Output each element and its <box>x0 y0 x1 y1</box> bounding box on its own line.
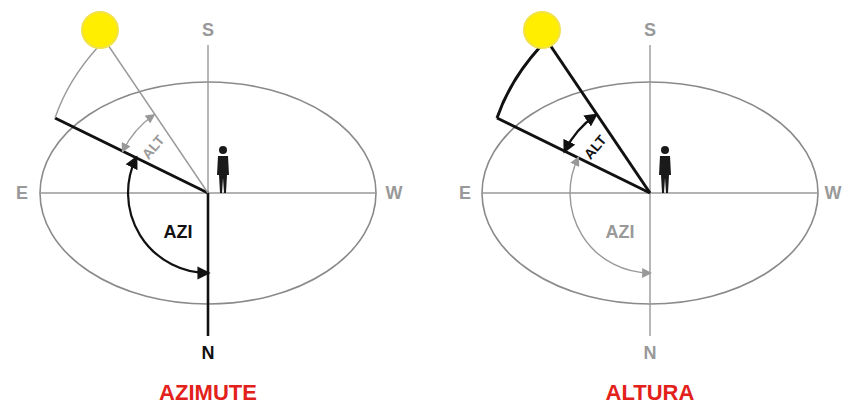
azimuth-arc <box>128 158 208 273</box>
sun-symbol <box>82 12 118 48</box>
south-line <box>207 45 208 193</box>
compass-letter: W <box>386 184 403 202</box>
compass-letter: E <box>459 184 471 202</box>
compass-letter: S <box>644 21 656 39</box>
sun-symbol <box>524 12 560 48</box>
sun-ray-line <box>108 45 208 193</box>
compass-letter: E <box>16 184 28 202</box>
azimuth-arc <box>570 158 650 273</box>
observer-figure <box>659 146 671 193</box>
angle-label: AZI <box>164 223 193 241</box>
sun-ray-line <box>550 45 650 193</box>
compass-letter: S <box>202 21 214 39</box>
angle-label: ALT <box>581 132 609 161</box>
angle-label: AZI <box>606 223 635 241</box>
panel-title: ALTURA <box>606 382 695 404</box>
azimuth-direction-line <box>55 118 208 193</box>
panel-title: AZIMUTE <box>159 382 257 404</box>
altitude-meridian <box>497 47 540 118</box>
compass-letter: N <box>202 344 215 362</box>
altitude-meridian <box>55 47 98 118</box>
azimuth-direction-line <box>497 118 650 193</box>
azimuth-panel <box>40 12 376 336</box>
compass-letter: W <box>825 184 842 202</box>
north-line <box>207 193 210 336</box>
observer-figure <box>217 146 229 193</box>
angle-label: ALT <box>139 132 167 161</box>
altitude-panel <box>482 12 818 336</box>
compass-letter: N <box>644 344 657 362</box>
